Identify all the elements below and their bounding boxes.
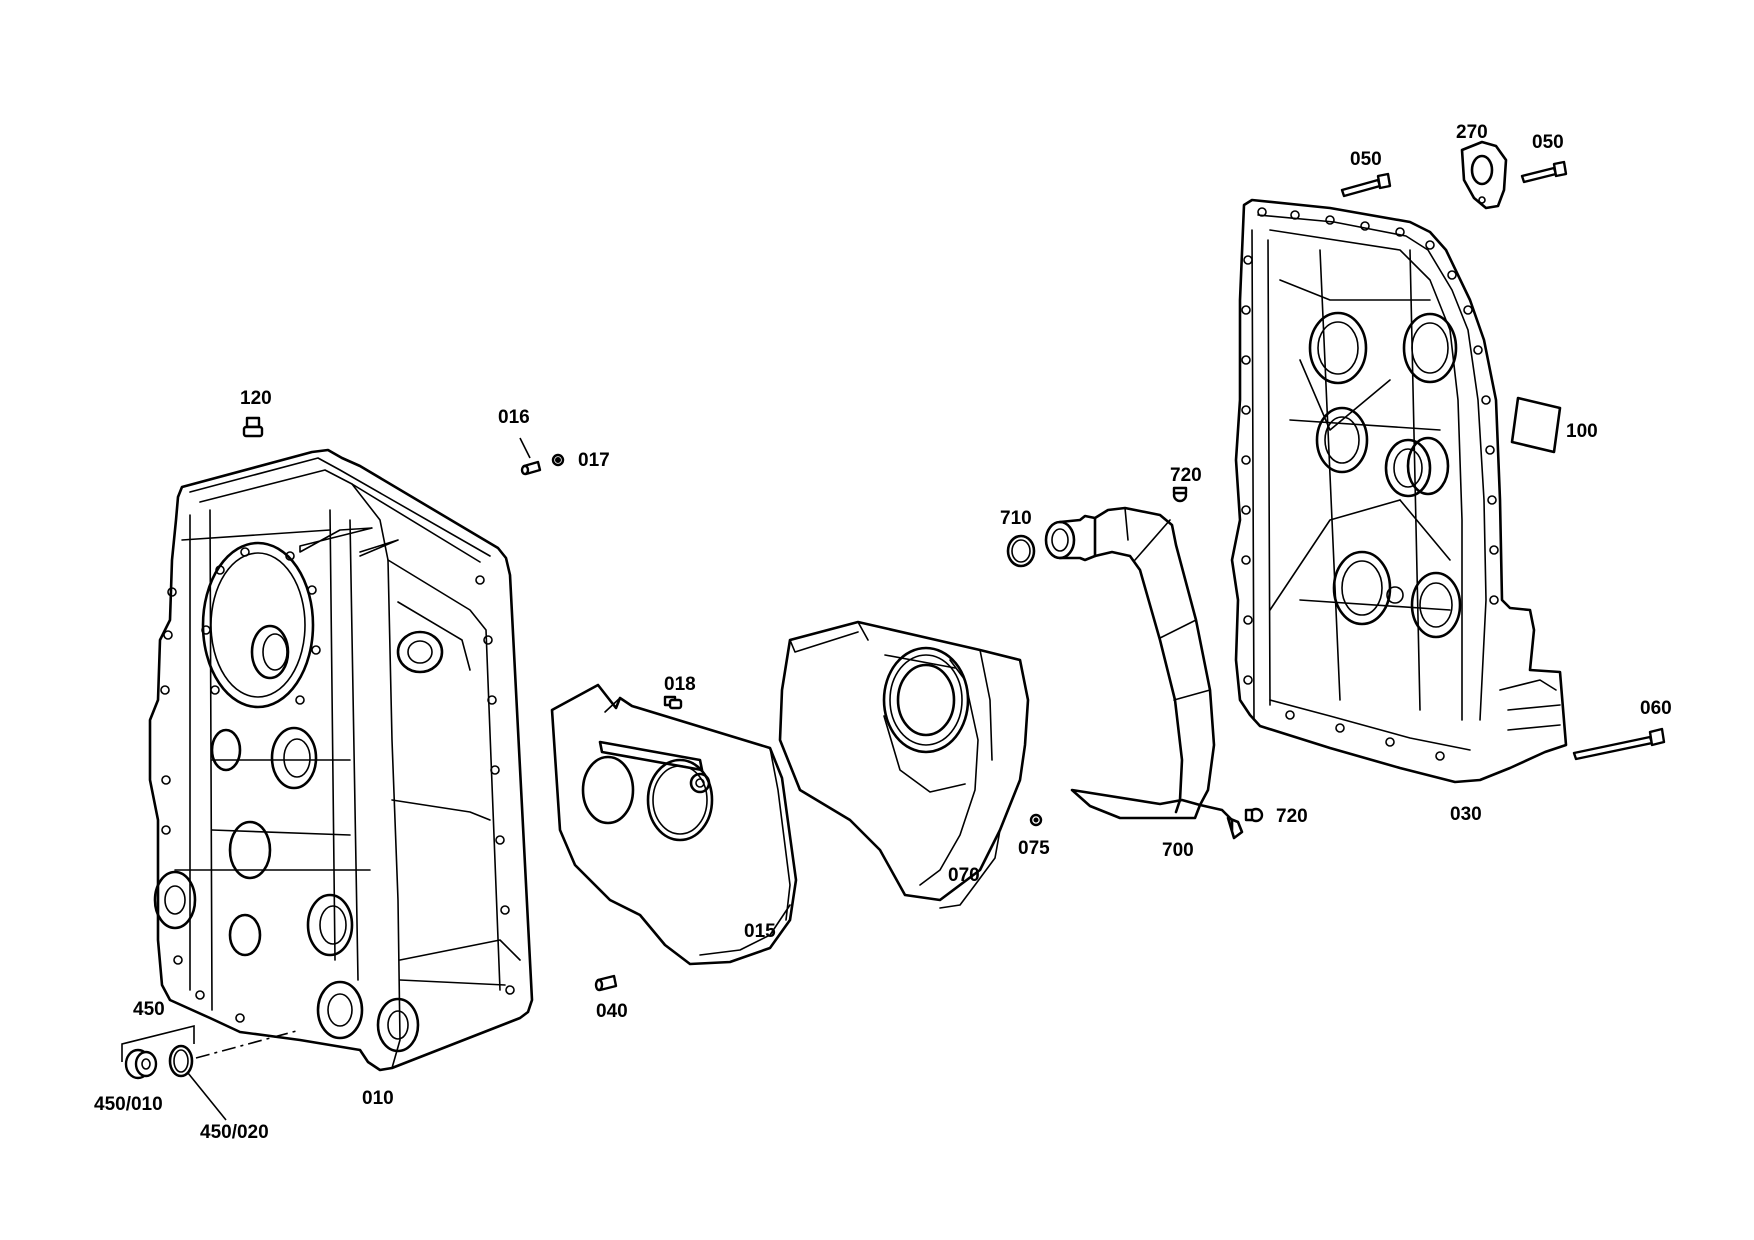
pipe-700 bbox=[1044, 506, 1244, 840]
bolt-060 bbox=[1572, 727, 1666, 761]
bolt-050-left bbox=[1340, 172, 1392, 198]
label-040: 040 bbox=[596, 1001, 628, 1022]
label-015: 015 bbox=[744, 921, 776, 942]
housing-030 bbox=[1230, 198, 1568, 784]
plate-270 bbox=[1460, 140, 1508, 210]
label-450-020: 450/020 bbox=[200, 1122, 269, 1143]
label-050-left: 050 bbox=[1350, 149, 1382, 170]
pin-040 bbox=[594, 974, 618, 992]
label-270: 270 bbox=[1456, 122, 1488, 143]
breather-120 bbox=[242, 416, 264, 438]
label-017: 017 bbox=[578, 450, 610, 471]
ball-017 bbox=[551, 453, 565, 467]
leader-016 bbox=[519, 437, 531, 459]
label-010: 010 bbox=[362, 1088, 394, 1109]
plate-100 bbox=[1510, 396, 1562, 454]
label-075: 075 bbox=[1018, 838, 1050, 859]
assembly-centerline bbox=[195, 1029, 301, 1059]
label-720-upper: 720 bbox=[1170, 465, 1202, 486]
label-016: 016 bbox=[498, 407, 530, 428]
seal-450-020 bbox=[168, 1044, 194, 1078]
bolt-720-lower bbox=[1244, 807, 1264, 823]
bolt-050-right bbox=[1520, 160, 1568, 184]
bracket-450 bbox=[121, 1024, 195, 1062]
label-100: 100 bbox=[1566, 421, 1598, 442]
plug-018 bbox=[663, 695, 683, 710]
label-050-right: 050 bbox=[1532, 132, 1564, 153]
label-450: 450 bbox=[133, 999, 165, 1020]
housing-010 bbox=[148, 448, 534, 1072]
label-030: 030 bbox=[1450, 804, 1482, 825]
shroud-070 bbox=[778, 620, 1030, 909]
plug-450-010 bbox=[124, 1048, 158, 1080]
label-720-lower: 720 bbox=[1276, 806, 1308, 827]
label-070: 070 bbox=[948, 865, 980, 886]
cover-015 bbox=[550, 683, 798, 966]
label-450-010: 450/010 bbox=[94, 1094, 163, 1115]
oring-710 bbox=[1006, 534, 1036, 568]
plug-075 bbox=[1029, 813, 1043, 827]
label-060: 060 bbox=[1640, 698, 1672, 719]
label-018: 018 bbox=[664, 674, 696, 695]
pin-016 bbox=[520, 460, 542, 476]
label-700: 700 bbox=[1162, 840, 1194, 861]
bolt-720-upper bbox=[1172, 486, 1188, 503]
leader-450-020 bbox=[187, 1072, 227, 1121]
label-120: 120 bbox=[240, 388, 272, 409]
label-710: 710 bbox=[1000, 508, 1032, 529]
